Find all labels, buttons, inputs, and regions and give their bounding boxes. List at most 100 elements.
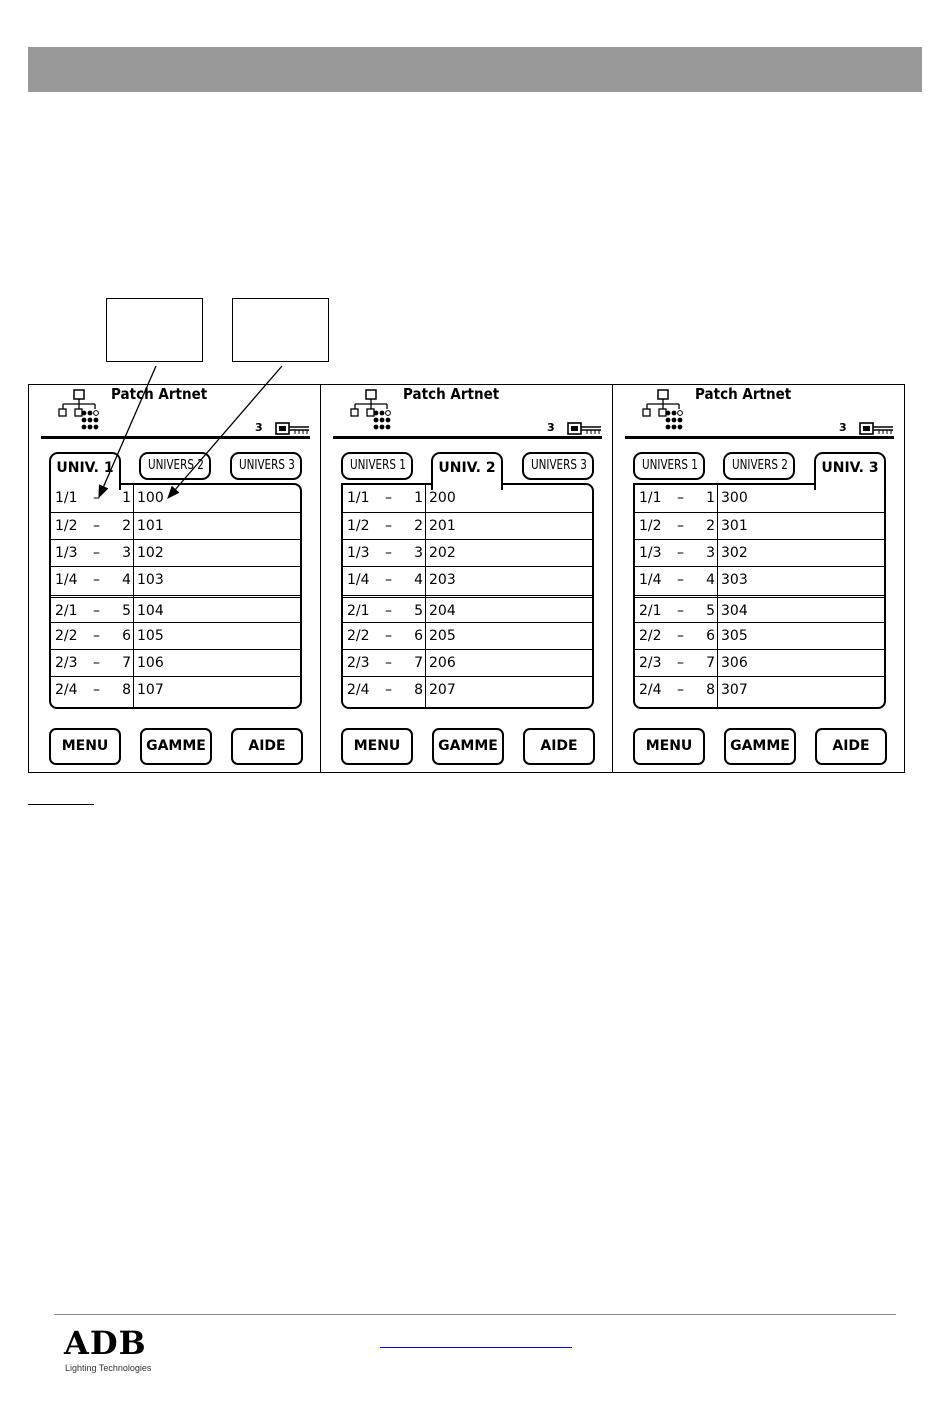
tab-universe-1[interactable]: UNIVERS 1 xyxy=(341,452,413,480)
output-number: 7 xyxy=(706,655,715,671)
artnet-universe-value: 103 xyxy=(137,572,164,588)
port-address: 1/3 xyxy=(55,545,78,561)
dmx-address-cell: 2/3–7 xyxy=(55,655,131,673)
table-row[interactable]: 1/4–4 103 xyxy=(51,566,300,594)
artnet-universe-value: 100 xyxy=(137,490,164,506)
dash: – xyxy=(385,682,392,698)
footer-link[interactable] xyxy=(380,1347,572,1348)
callout-box-left xyxy=(106,298,203,362)
dmx-address-cell: 2/2–6 xyxy=(55,628,131,646)
output-number: 5 xyxy=(706,603,715,619)
dmx-address-cell: 1/1–1 xyxy=(55,490,131,508)
output-number: 8 xyxy=(706,682,715,698)
tab-universe-2[interactable]: UNIVERS 2 xyxy=(723,452,795,480)
artnet-universe-value: 107 xyxy=(137,682,164,698)
tab-universe-3[interactable]: UNIVERS 3 xyxy=(522,452,594,480)
menu-button[interactable]: MENU xyxy=(49,728,121,765)
output-number: 1 xyxy=(706,490,715,506)
dmx-address-cell: 1/1–1 xyxy=(639,490,715,508)
dash: – xyxy=(93,682,100,698)
dash: – xyxy=(385,603,392,619)
dmx-address-cell: 2/4–8 xyxy=(347,682,423,700)
port-address: 2/2 xyxy=(55,628,78,644)
output-number: 4 xyxy=(414,572,423,588)
port-address: 1/2 xyxy=(55,518,78,534)
dash: – xyxy=(385,545,392,561)
key-icon xyxy=(275,421,311,435)
tab-universe-3[interactable]: UNIVERS 3 xyxy=(230,452,302,480)
gamme-button[interactable]: GAMME xyxy=(432,728,504,765)
tab-universe-1[interactable]: UNIV. 1 xyxy=(49,452,121,490)
dmx-address-cell: 2/4–8 xyxy=(639,682,715,700)
aide-button[interactable]: AIDE xyxy=(815,728,887,765)
tab-universe-1[interactable]: UNIVERS 1 xyxy=(633,452,705,480)
port-address: 2/2 xyxy=(347,628,370,644)
tab-universe-2[interactable]: UNIV. 2 xyxy=(431,452,503,490)
output-number: 1 xyxy=(414,490,423,506)
gamme-button[interactable]: GAMME xyxy=(140,728,212,765)
artnet-universe-value: 301 xyxy=(721,518,748,534)
patch-artnet-screen-1: Patch Artnet 3 UNIV. 1 UNIVERS 2 UNIVERS 3 1/… xyxy=(28,384,321,773)
dash: – xyxy=(385,655,392,671)
dmx-address-cell: 2/2–6 xyxy=(347,628,423,646)
network-tree-icon xyxy=(641,389,693,435)
aide-button[interactable]: AIDE xyxy=(231,728,303,765)
gamme-button[interactable]: GAMME xyxy=(724,728,796,765)
port-address: 2/3 xyxy=(55,655,78,671)
dash: – xyxy=(385,572,392,588)
tab-label: UNIVERS 3 xyxy=(238,458,295,473)
title-rule xyxy=(333,436,602,439)
dmx-address-cell: 1/4–4 xyxy=(55,572,131,590)
screen-title: Patch Artnet xyxy=(111,385,208,403)
output-number: 6 xyxy=(122,628,131,644)
dmx-address-cell: 2/3–7 xyxy=(347,655,423,673)
dash: – xyxy=(93,518,100,534)
key-icon xyxy=(567,421,603,435)
dash: – xyxy=(385,518,392,534)
dmx-address-cell: 1/3–3 xyxy=(639,545,715,563)
dmx-address-cell: 2/2–6 xyxy=(639,628,715,646)
aide-button[interactable]: AIDE xyxy=(523,728,595,765)
dmx-address-cell: 1/2–2 xyxy=(347,518,423,536)
dash: – xyxy=(677,655,684,671)
output-number: 3 xyxy=(414,545,423,561)
menu-button[interactable]: MENU xyxy=(341,728,413,765)
port-address: 2/1 xyxy=(639,603,662,619)
menu-button[interactable]: MENU xyxy=(633,728,705,765)
dash: – xyxy=(677,545,684,561)
output-number: 5 xyxy=(122,603,131,619)
tab-label: UNIV. 3 xyxy=(821,460,879,476)
dmx-address-cell: 1/3–3 xyxy=(55,545,131,563)
dash: – xyxy=(677,572,684,588)
tab-universe-2[interactable]: UNIVERS 2 xyxy=(139,452,211,480)
port-address: 1/1 xyxy=(347,490,370,506)
output-number: 3 xyxy=(122,545,131,561)
tab-universe-3[interactable]: UNIV. 3 xyxy=(814,452,886,490)
output-number: 1 xyxy=(122,490,131,506)
